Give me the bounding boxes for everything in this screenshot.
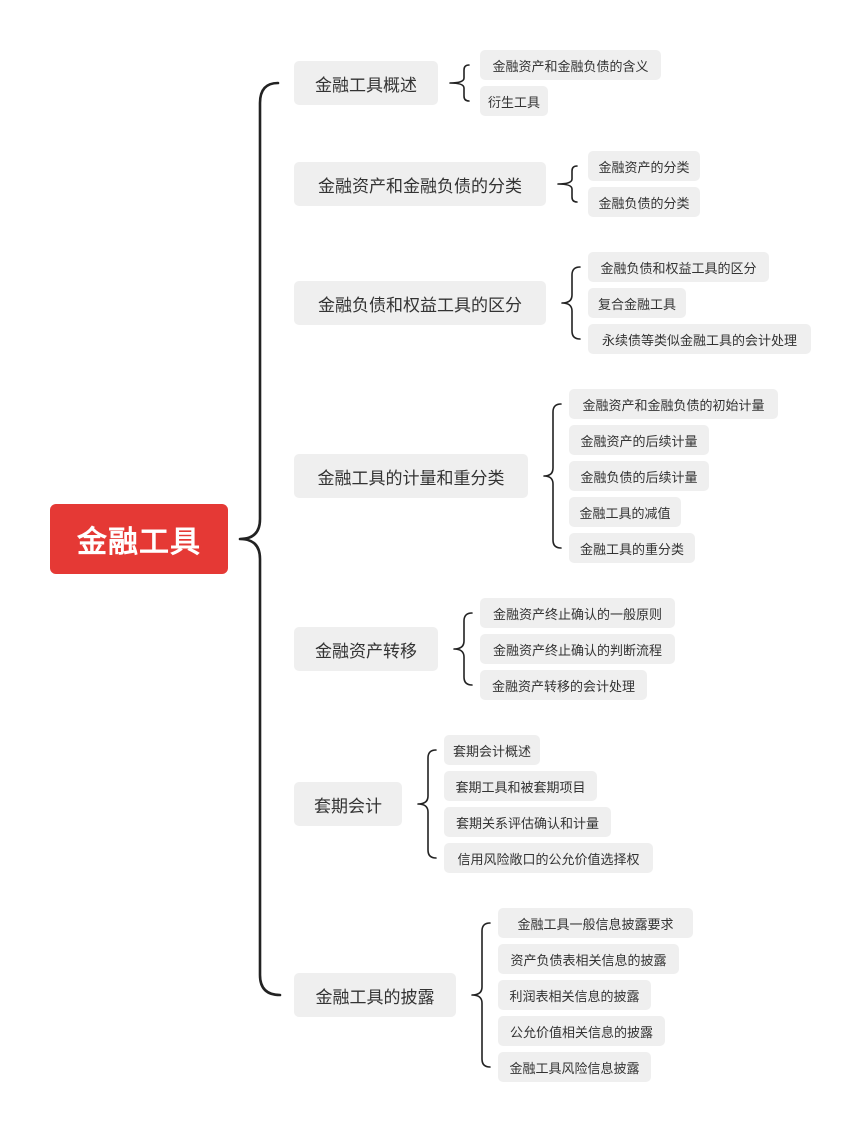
branch-label: 金融资产和金融负债的分类: [318, 176, 522, 197]
branch-label: 套期会计: [314, 796, 382, 817]
leaf-label: 金融资产终止确认的一般原则: [492, 607, 662, 623]
leaf-label: 信用风险敞口的公允价值选择权: [457, 852, 640, 868]
leaf-label: 套期工具和被套期项目: [455, 780, 586, 796]
leaf-label: 金融工具的重分类: [579, 542, 684, 558]
branch-1-brace: [449, 64, 470, 102]
branch-6-leaf-2[interactable]: 套期工具和被套期项目: [444, 771, 597, 801]
branch-7-leaf-4[interactable]: 公允价值相关信息的披露: [498, 1016, 665, 1046]
leaf-label: 金融资产和金融负债的初始计量: [582, 398, 765, 414]
branch-2[interactable]: 金融资产和金融负债的分类: [294, 162, 546, 206]
branch-3-leaf-3[interactable]: 永续债等类似金融工具的会计处理: [588, 324, 811, 354]
branch-4-leaf-3[interactable]: 金融负债的后续计量: [569, 461, 709, 491]
branch-3[interactable]: 金融负债和权益工具的区分: [294, 281, 546, 325]
branch-label: 金融负债和权益工具的区分: [318, 295, 522, 316]
branch-1[interactable]: 金融工具概述: [294, 61, 438, 105]
branch-1-leaf-2[interactable]: 衍生工具: [480, 86, 548, 116]
branch-7-brace: [471, 922, 491, 1068]
branch-2-leaf-2[interactable]: 金融负债的分类: [588, 187, 700, 217]
root-brace: [238, 81, 282, 997]
leaf-label: 衍生工具: [487, 95, 540, 111]
branch-5-leaf-3[interactable]: 金融资产转移的会计处理: [480, 670, 647, 700]
leaf-label: 金融资产的分类: [598, 160, 690, 176]
branch-7[interactable]: 金融工具的披露: [294, 973, 456, 1017]
branch-label: 金融资产转移: [315, 641, 417, 662]
leaf-label: 金融资产和金融负债的含义: [492, 59, 649, 75]
leaf-label: 金融工具风险信息披露: [509, 1061, 640, 1077]
branch-4-leaf-5[interactable]: 金融工具的重分类: [569, 533, 695, 563]
root-node[interactable]: 金融工具: [50, 504, 228, 574]
branch-4-leaf-4[interactable]: 金融工具的减值: [569, 497, 681, 527]
leaf-label: 永续债等类似金融工具的会计处理: [601, 333, 797, 349]
branch-label: 金融工具的披露: [315, 987, 435, 1008]
leaf-label: 利润表相关信息的披露: [509, 989, 640, 1005]
branch-5-leaf-2[interactable]: 金融资产终止确认的判断流程: [480, 634, 675, 664]
branch-6[interactable]: 套期会计: [294, 782, 402, 826]
branch-4-leaf-1[interactable]: 金融资产和金融负债的初始计量: [569, 389, 778, 419]
branch-2-leaf-1[interactable]: 金融资产的分类: [588, 151, 700, 181]
branch-2-brace: [557, 165, 578, 203]
leaf-label: 公允价值相关信息的披露: [509, 1025, 653, 1041]
leaf-label: 金融工具的减值: [579, 506, 671, 522]
leaf-label: 套期关系评估确认和计量: [455, 816, 599, 832]
branch-7-leaf-2[interactable]: 资产负债表相关信息的披露: [498, 944, 679, 974]
branch-3-leaf-1[interactable]: 金融负债和权益工具的区分: [588, 252, 769, 282]
branch-3-leaf-2[interactable]: 复合金融工具: [588, 288, 686, 318]
branch-7-leaf-3[interactable]: 利润表相关信息的披露: [498, 980, 651, 1010]
branch-5-brace: [453, 612, 473, 686]
leaf-label: 套期会计概述: [452, 744, 531, 760]
leaf-label: 金融资产转移的会计处理: [491, 679, 635, 695]
root-label: 金融工具: [77, 525, 201, 560]
leaf-label: 资产负债表相关信息的披露: [510, 953, 667, 969]
branch-5[interactable]: 金融资产转移: [294, 627, 438, 671]
branch-4-brace: [543, 403, 562, 549]
leaf-label: 复合金融工具: [597, 297, 676, 313]
branch-5-leaf-1[interactable]: 金融资产终止确认的一般原则: [480, 598, 675, 628]
leaf-label: 金融负债和权益工具的区分: [600, 261, 757, 277]
leaf-label: 金融负债的后续计量: [580, 470, 698, 486]
branch-4-leaf-2[interactable]: 金融资产的后续计量: [569, 425, 709, 455]
leaf-label: 金融工具一般信息披露要求: [517, 917, 674, 933]
branch-1-leaf-1[interactable]: 金融资产和金融负债的含义: [480, 50, 661, 80]
branch-3-brace: [561, 266, 581, 340]
branch-7-leaf-5[interactable]: 金融工具风险信息披露: [498, 1052, 651, 1082]
branch-6-leaf-3[interactable]: 套期关系评估确认和计量: [444, 807, 611, 837]
leaf-label: 金融负债的分类: [598, 196, 690, 212]
branch-6-brace: [417, 749, 437, 859]
branch-label: 金融工具的计量和重分类: [317, 468, 505, 489]
branch-6-leaf-1[interactable]: 套期会计概述: [444, 735, 540, 765]
leaf-label: 金融资产的后续计量: [580, 434, 698, 450]
leaf-label: 金融资产终止确认的判断流程: [492, 643, 662, 659]
branch-4[interactable]: 金融工具的计量和重分类: [294, 454, 528, 498]
branch-7-leaf-1[interactable]: 金融工具一般信息披露要求: [498, 908, 693, 938]
branch-label: 金融工具概述: [315, 75, 417, 96]
branch-6-leaf-4[interactable]: 信用风险敞口的公允价值选择权: [444, 843, 653, 873]
